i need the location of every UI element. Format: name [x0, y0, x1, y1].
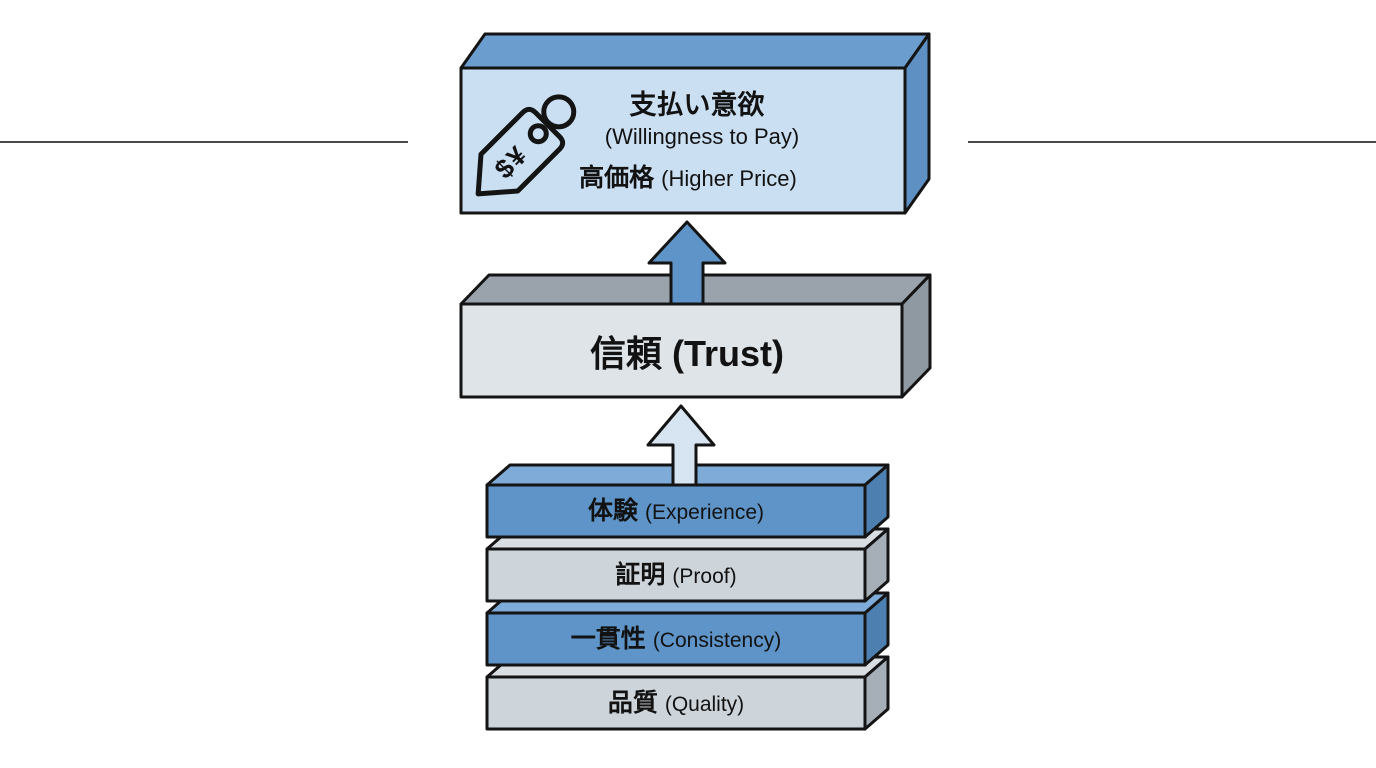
stack3-label: 一貫性 (Consistency)	[571, 625, 781, 653]
wtp-box-top-face	[459, 32, 931, 70]
stack3-label-kanji: 一貫性	[571, 625, 646, 653]
stack-layer-experience	[485, 404, 890, 539]
price-tag-hole	[527, 123, 549, 145]
stack1-label: 体験 (Experience)	[588, 497, 764, 525]
stack3-label-english: (Consistency)	[653, 629, 781, 652]
stack2-label-english: (Proof)	[672, 565, 736, 588]
stack2-label-kanji: 証明	[615, 560, 665, 589]
stack4-label-kanji: 品質	[608, 689, 658, 717]
stack1-label-english: (Experience)	[645, 501, 764, 524]
stack1-front-face	[485, 483, 867, 539]
price-tag-body	[475, 106, 566, 197]
trust-label: 信頼 (Trust)	[590, 333, 784, 374]
stack2-front-face	[485, 547, 867, 603]
wtp-subtitle: 高価格(Higher Price)	[579, 163, 797, 192]
trust-box-front-face	[459, 302, 904, 399]
stack2-label: 証明 (Proof)	[615, 560, 736, 589]
stack4-label: 品質 (Quality)	[608, 689, 744, 717]
stack4-front-face	[485, 675, 867, 731]
willingness-to-pay-box: $¥	[459, 32, 931, 215]
stack-layer-proof	[485, 527, 890, 603]
labels: 支払い意欲 (Willingness to Pay) 高価格(Higher Pr…	[571, 89, 799, 717]
wtp-box-side-face	[903, 32, 931, 215]
stack4-label-english: (Quality)	[665, 693, 744, 716]
wtp-subtitle-english: (Higher Price)	[661, 166, 797, 191]
stack1-label-kanji: 体験	[588, 497, 639, 525]
wtp-title-kanji: 支払い意欲	[630, 89, 765, 120]
trust-box	[459, 220, 932, 399]
wtp-title-english: (Willingness to Pay)	[605, 124, 799, 149]
wtp-subtitle-kanji: 高価格	[579, 163, 655, 192]
stack3-front-face	[485, 611, 867, 667]
stack-layer-consistency	[485, 591, 890, 667]
